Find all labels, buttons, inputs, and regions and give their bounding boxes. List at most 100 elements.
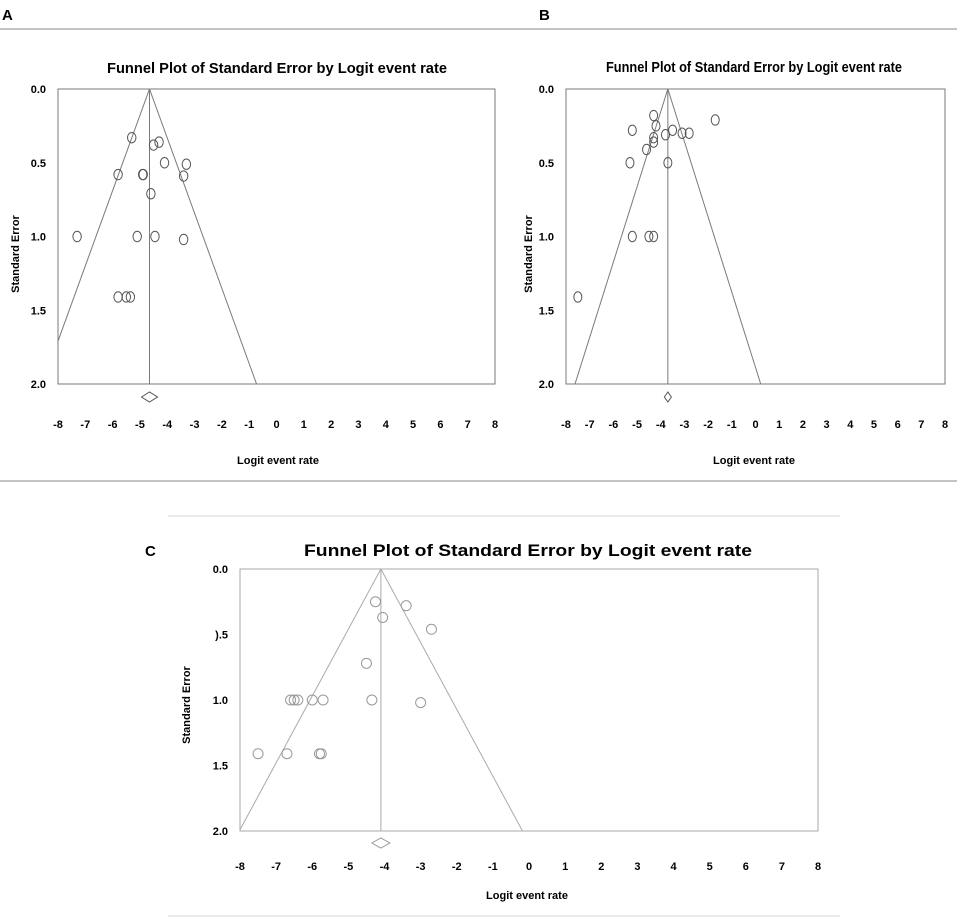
- x-tick-label-c: 5: [707, 861, 713, 873]
- x-tick-label-b: -5: [632, 419, 642, 431]
- x-tick-label-c: -6: [307, 861, 317, 873]
- x-tick-label-c: 7: [779, 861, 785, 873]
- study-point-c: [415, 697, 427, 709]
- x-tick-label-c: 3: [634, 861, 640, 873]
- y-tick-label-b: 0.5: [539, 158, 554, 170]
- x-tick-label-a: 5: [410, 419, 416, 431]
- funnel-right-limit-a: [149, 89, 258, 384]
- x-tick-label-c: -3: [416, 861, 426, 873]
- x-tick-label-b: 0: [752, 419, 758, 431]
- x-tick-label-b: 2: [800, 419, 806, 431]
- x-axis-label-b: Logit event rate: [713, 455, 795, 467]
- x-tick-label-c: 2: [598, 861, 604, 873]
- x-tick-label-b: -4: [656, 419, 667, 431]
- study-point-c: [292, 694, 304, 706]
- study-point-a: [146, 188, 156, 200]
- x-tick-label-a: -4: [162, 419, 173, 431]
- x-tick-label-a: 8: [492, 419, 498, 431]
- y-tick-label-b: 0.0: [539, 84, 554, 96]
- study-point-b: [649, 109, 659, 122]
- x-tick-label-b: 8: [942, 419, 948, 431]
- panel-letter-b: B: [539, 7, 550, 24]
- y-tick-label-a: 1.5: [31, 305, 46, 317]
- study-point-a: [138, 168, 148, 181]
- plot-frame-b: [565, 88, 946, 385]
- x-tick-label-c: -8: [235, 861, 245, 873]
- study-point-a: [121, 291, 131, 303]
- study-point-a: [150, 230, 160, 243]
- chart-title-a: Funnel Plot of Standard Error by Logit e…: [107, 60, 447, 77]
- study-point-c: [360, 657, 372, 669]
- y-axis-label-a: Standard Error: [10, 214, 22, 292]
- study-point-b: [625, 157, 635, 169]
- funnel-left-limit-b: [574, 89, 669, 384]
- study-point-b: [573, 291, 583, 303]
- study-point-b: [627, 124, 637, 137]
- y-axis-label-c: Standard Error: [181, 665, 193, 743]
- y-tick-label-a: 0.0: [31, 84, 46, 96]
- study-point-b: [660, 129, 670, 141]
- study-point-b: [649, 131, 659, 144]
- study-point-c: [369, 596, 381, 608]
- summary-diamond-c: [370, 837, 391, 849]
- y-tick-label-b: 1.0: [539, 232, 554, 244]
- study-point-a: [178, 233, 189, 246]
- x-tick-label-c: 6: [743, 861, 749, 873]
- y-tick-label-b: 1.5: [539, 305, 554, 317]
- study-point-b: [627, 230, 637, 243]
- x-axis-label-a: Logit event rate: [237, 455, 319, 467]
- x-tick-label-b: 5: [871, 419, 877, 431]
- x-tick-label-a: 7: [465, 419, 471, 431]
- x-tick-label-c: -7: [271, 861, 281, 873]
- panel-letter-c: C: [145, 543, 156, 560]
- summary-diamond-b: [663, 391, 672, 403]
- x-tick-label-c: -2: [452, 861, 462, 873]
- x-tick-label-a: 2: [328, 419, 334, 431]
- study-point-b: [651, 120, 661, 132]
- x-axis-label-c: Logit event rate: [486, 890, 568, 902]
- y-tick-label-a: 2.0: [31, 379, 46, 391]
- study-point-a: [178, 170, 189, 182]
- study-point-c: [288, 694, 300, 706]
- y-tick-label-c: 2.0: [213, 826, 228, 838]
- panel-letter-a: A: [2, 7, 13, 24]
- study-point-c: [252, 748, 264, 760]
- y-tick-label-c: ).5: [215, 630, 228, 642]
- plot-frame-a: [57, 88, 496, 385]
- x-tick-label-b: 6: [895, 419, 901, 431]
- summary-diamond-a: [140, 391, 159, 403]
- funnel-left-limit-a: [58, 89, 150, 343]
- x-tick-label-b: -6: [608, 419, 618, 431]
- x-tick-label-b: 3: [824, 419, 830, 431]
- x-tick-label-c: -4: [380, 861, 391, 873]
- x-tick-label-b: -1: [727, 419, 737, 431]
- study-point-b: [642, 143, 652, 156]
- x-tick-label-a: 1: [301, 419, 307, 431]
- x-tick-label-a: 0: [273, 419, 279, 431]
- funnel-right-limit-b: [667, 89, 762, 384]
- y-tick-label-a: 0.5: [31, 158, 46, 170]
- x-tick-label-a: 6: [437, 419, 443, 431]
- x-tick-label-c: 0: [526, 861, 532, 873]
- study-point-a: [148, 139, 159, 151]
- y-tick-label-a: 1.0: [31, 232, 46, 244]
- funnel-right-limit-c: [380, 569, 523, 831]
- plot-frame-c: [239, 568, 819, 832]
- study-point-a: [127, 131, 137, 144]
- study-point-a: [113, 168, 123, 181]
- x-tick-label-b: 4: [847, 419, 854, 431]
- x-tick-label-a: 3: [355, 419, 361, 431]
- study-point-c: [281, 748, 293, 760]
- study-point-b: [644, 230, 654, 243]
- x-tick-label-a: -7: [80, 419, 90, 431]
- study-point-a: [113, 291, 123, 303]
- x-tick-label-a: -5: [135, 419, 145, 431]
- x-tick-label-a: -3: [190, 419, 200, 431]
- x-tick-label-c: -1: [488, 861, 498, 873]
- study-point-a: [154, 136, 164, 148]
- y-tick-label-b: 2.0: [539, 379, 554, 391]
